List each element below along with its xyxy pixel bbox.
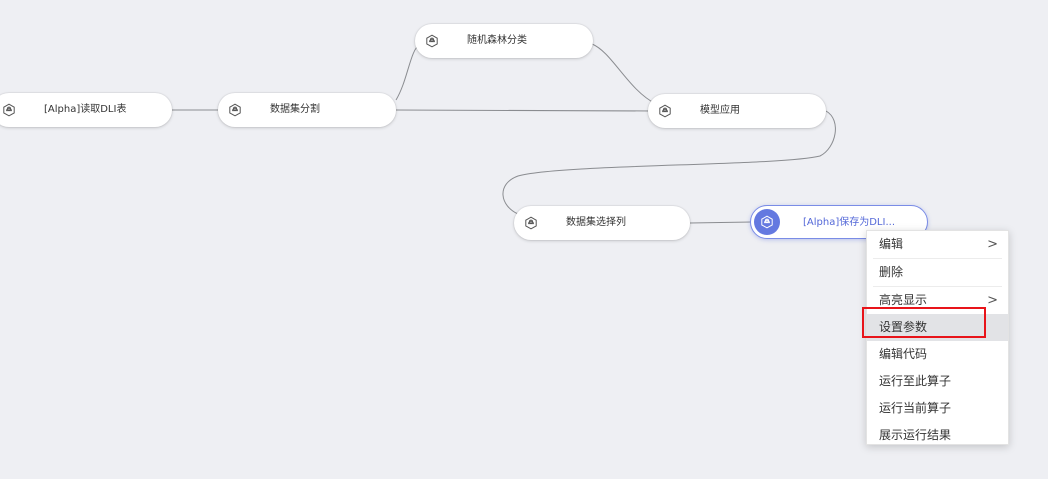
operator-icon [518, 210, 544, 236]
menu-item-label: 删除 [879, 265, 904, 279]
menu-item-edit[interactable]: 编辑 > [867, 231, 1008, 258]
node-random-forest[interactable]: 随机森林分类 [415, 24, 593, 58]
node-model-apply[interactable]: 模型应用 [648, 94, 826, 128]
node-label: 数据集选择列 [566, 217, 626, 228]
menu-item-show-results[interactable]: 展示运行结果 [867, 422, 1008, 449]
menu-item-label: 高亮显示 [879, 293, 928, 307]
node-dataset-split[interactable]: 数据集分割 [218, 93, 396, 127]
node-label: [Alpha]保存为DLI... [803, 217, 895, 228]
edge-rf-apply [591, 43, 657, 105]
menu-item-label: 设置参数 [879, 320, 928, 334]
operator-icon [222, 97, 248, 123]
menu-item-run-to-here[interactable]: 运行至此算子 [867, 368, 1008, 395]
menu-item-label: 展示运行结果 [879, 428, 952, 442]
chevron-right-icon: > [987, 293, 998, 308]
node-read-dli-table[interactable]: [Alpha]读取DLI表 [0, 93, 172, 127]
menu-item-label: 编辑代码 [879, 347, 928, 361]
menu-item-delete[interactable]: 删除 [867, 259, 1008, 286]
chevron-right-icon: > [987, 237, 998, 252]
operator-icon [652, 98, 678, 124]
node-label: 模型应用 [700, 105, 740, 116]
menu-item-label: 运行至此算子 [879, 374, 952, 388]
node-dataset-select-columns[interactable]: 数据集选择列 [514, 206, 690, 240]
menu-item-label: 运行当前算子 [879, 401, 952, 415]
menu-divider [873, 286, 1002, 287]
context-menu: 编辑 > 删除 高亮显示 > 设置参数 编辑代码 运行至此算子 运行当前算子 展… [866, 230, 1009, 445]
operator-icon [419, 28, 445, 54]
operator-icon [754, 209, 780, 235]
edge-select-save [689, 221, 753, 224]
edge-split-apply [395, 109, 653, 112]
menu-item-run-current[interactable]: 运行当前算子 [867, 395, 1008, 422]
operator-icon [0, 97, 22, 123]
node-label: 随机森林分类 [467, 35, 527, 46]
edge-apply-select [502, 110, 836, 215]
menu-item-highlight[interactable]: 高亮显示 > [867, 287, 1008, 314]
node-label: 数据集分割 [270, 104, 320, 115]
edge-split-rf [395, 43, 421, 101]
menu-item-set-parameters[interactable]: 设置参数 [867, 314, 1008, 341]
node-label: [Alpha]读取DLI表 [44, 104, 127, 115]
menu-item-label: 编辑 [879, 237, 904, 251]
menu-divider [873, 258, 1002, 259]
menu-item-edit-code[interactable]: 编辑代码 [867, 341, 1008, 368]
